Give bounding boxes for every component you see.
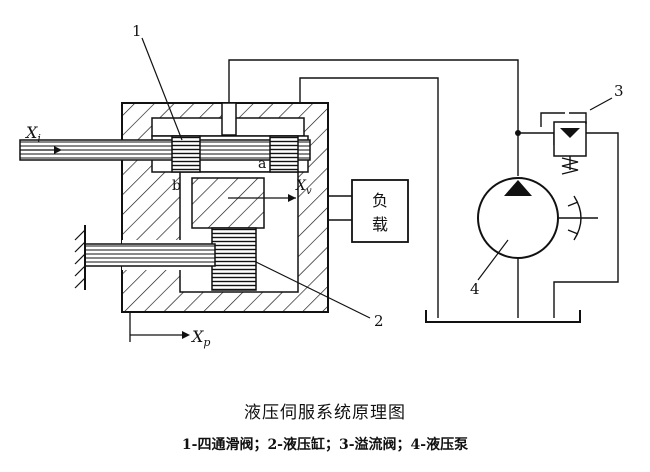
- input-displacement: Xi: [20, 123, 62, 154]
- load-box: 负 载: [328, 179, 409, 243]
- load-label-2: 载: [372, 215, 388, 234]
- part-number-2: 2: [374, 312, 384, 330]
- part-number-3: 3: [614, 82, 624, 100]
- relief-valve: 3: [553, 82, 624, 175]
- xp-sub: p: [203, 336, 210, 349]
- xp-symbol: X: [190, 327, 204, 346]
- leader-1: 1: [132, 22, 183, 141]
- svg-text:Xp: Xp: [190, 327, 210, 349]
- hydraulic-pump: 4: [470, 177, 598, 298]
- point-b: b: [172, 178, 181, 194]
- piston-rod: [74, 225, 216, 290]
- xv-sub: v: [306, 186, 312, 197]
- xi-sub: i: [37, 132, 41, 145]
- part-number-4: 4: [470, 280, 480, 298]
- diagram-title: 液压伺服系统原理图: [244, 403, 406, 423]
- svg-text:Xi: Xi: [24, 123, 41, 145]
- hydraulic-cylinder: [191, 177, 265, 291]
- oil-tank: [425, 310, 581, 323]
- valve-supply-port: [221, 102, 237, 136]
- xi-symbol: X: [24, 123, 38, 142]
- four-way-spool-valve: [19, 135, 311, 173]
- diagram-legend: 1-四通滑阀；2-液压缸；3-溢流阀；4-液压泵: [181, 437, 469, 453]
- point-a: a: [258, 156, 266, 172]
- valve-displacement-arrow: Xv: [228, 178, 312, 202]
- leader-2: 2: [255, 261, 384, 330]
- xv-symbol: X: [295, 178, 307, 194]
- part-number-1: 1: [132, 22, 142, 40]
- load-label-1: 负: [372, 191, 388, 210]
- pipe-junction: [515, 130, 521, 136]
- svg-text:Xv: Xv: [295, 178, 312, 197]
- output-displacement: Xp: [129, 312, 210, 349]
